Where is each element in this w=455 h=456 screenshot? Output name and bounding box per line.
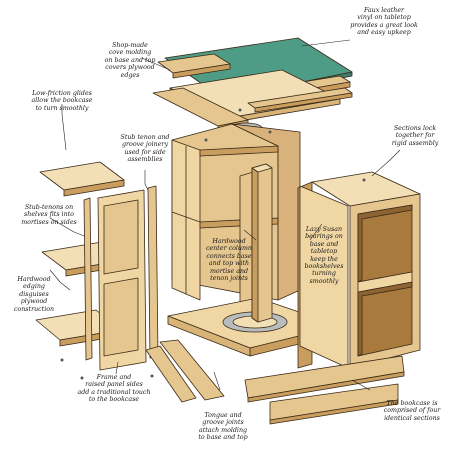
callout-faux-leather: Faux leather vinyl on tabletop provides … bbox=[350, 7, 418, 37]
bottom-moldings bbox=[159, 339, 405, 425]
leader-lines bbox=[49, 39, 401, 391]
middle-stile bbox=[147, 185, 159, 359]
callout-edging: Hardwood edging disguises plywood constr… bbox=[13, 276, 55, 313]
callout-frame-panel: Frame and raised panel sides add a tradi… bbox=[77, 374, 151, 404]
left-parts bbox=[35, 161, 197, 403]
callout-stub-tenon-groove: Stub tenon and groove joinery used for s… bbox=[120, 134, 170, 164]
screws bbox=[60, 108, 366, 380]
callout-center-column: Hardwood center column connects base and… bbox=[206, 238, 252, 283]
callout-cove-molding: Shop-made cove molding on base and top c… bbox=[104, 42, 156, 79]
callout-sections-lock: Sections lock together for rigid assembl… bbox=[391, 125, 439, 147]
side-base-molding bbox=[159, 339, 225, 401]
callout-stub-tenons-shelves: Stub-tenons on shelves fits into mortise… bbox=[21, 204, 77, 226]
callout-glides: Low-friction glides allow the bookcase t… bbox=[31, 90, 93, 112]
right-section bbox=[297, 171, 421, 369]
left-stile bbox=[83, 197, 93, 361]
callout-tongue-groove: Tongue and groove joints attach molding … bbox=[198, 412, 248, 442]
callout-four-sections: The bookcase is comprised of four identi… bbox=[383, 400, 441, 422]
tabletop-assembly bbox=[152, 37, 353, 134]
callout-lazy-susan: Lazy Susan bearings on base and tabletop… bbox=[304, 226, 344, 285]
center-section bbox=[167, 123, 341, 357]
